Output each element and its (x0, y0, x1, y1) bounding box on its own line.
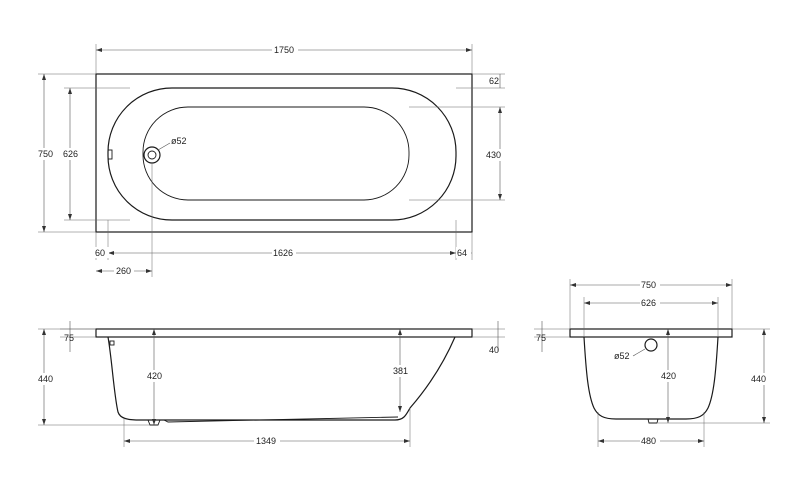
label-bg (640, 435, 660, 446)
arrowhead (762, 329, 766, 335)
top-view-rim-outline (95, 73, 473, 233)
label-bg (272, 44, 298, 55)
arrowhead (698, 439, 704, 443)
side-overflow-icon (109, 340, 115, 346)
arrowhead (666, 329, 670, 335)
arrowhead (404, 439, 410, 443)
label-bg (392, 365, 410, 377)
arrowhead (42, 74, 46, 80)
drain-inner-ring (147, 150, 157, 160)
side-overall-height-label: 440 (38, 374, 53, 384)
side-bottom-length-label: 1349 (256, 436, 276, 446)
arrowhead (498, 107, 502, 113)
top-view: ø52 1750 62 430 750 (37, 44, 509, 277)
top-length-label: 1750 (274, 45, 294, 55)
top-bottom-width-label: 430 (486, 150, 501, 160)
top-rim-right-label: 64 (457, 248, 467, 258)
label-bg (750, 373, 772, 385)
arrowhead (96, 269, 102, 273)
arrowhead (152, 329, 156, 335)
end-bottom-width-label: 480 (641, 436, 656, 446)
arrowhead (42, 226, 46, 232)
end-rim-height-label: 75 (536, 333, 546, 343)
arrowhead (498, 194, 502, 200)
label-bg (660, 370, 680, 382)
label-bg (37, 373, 57, 385)
arrowhead (762, 417, 766, 423)
arrowhead (108, 251, 114, 255)
end-overall-height-label: 440 (751, 374, 766, 384)
arrowhead (42, 329, 46, 335)
side-rim-right-label: 40 (489, 345, 499, 355)
arrowhead (42, 419, 46, 425)
side-rim-height-label: 75 (64, 333, 74, 343)
label-bg (37, 148, 57, 160)
arrowhead (666, 417, 670, 423)
label-bg (62, 148, 82, 160)
arrowhead (124, 439, 130, 443)
top-view-bottom-outline (142, 106, 410, 201)
arrowhead (584, 301, 590, 305)
end-view-rim (569, 328, 733, 338)
label-bg (114, 265, 134, 276)
label-bg (456, 247, 471, 258)
side-inner-depth-label: 420 (147, 371, 162, 381)
top-rim-offset-label: 62 (489, 76, 499, 86)
top-inner-width-label: 626 (63, 149, 78, 159)
label-bg (94, 247, 109, 258)
end-inner-width-label: 626 (641, 298, 656, 308)
label-bg (254, 435, 280, 446)
arrowhead (726, 283, 732, 287)
top-drain-offset-label: 260 (116, 266, 131, 276)
arrowhead (570, 283, 576, 287)
end-drain-icon (644, 338, 658, 352)
arrowhead (68, 88, 72, 94)
top-drain-label: ø52 (171, 136, 187, 146)
side-view-rim (95, 328, 473, 338)
arrowhead (68, 214, 72, 220)
side-head-depth-label: 381 (393, 366, 408, 376)
top-rim-left-label: 60 (95, 248, 105, 258)
side-view-body (107, 336, 456, 421)
arrowhead (96, 48, 102, 52)
drain-icon (143, 146, 161, 164)
label-bg (146, 370, 166, 382)
label-bg (640, 297, 660, 308)
end-overall-width-label: 750 (641, 280, 656, 290)
end-inner-depth-label: 420 (661, 371, 676, 381)
top-inner-length-label: 1626 (273, 248, 293, 258)
arrowhead (466, 48, 472, 52)
arrowhead (598, 439, 604, 443)
arrowhead (146, 269, 152, 273)
arrowhead (712, 301, 718, 305)
top-overall-width-label: 750 (38, 149, 53, 159)
end-view-foot (647, 418, 659, 424)
end-drain-leader (632, 348, 646, 357)
arrowhead (152, 419, 156, 425)
end-drain-label: ø52 (614, 351, 630, 361)
label-bg (272, 247, 296, 258)
drain-leader (157, 142, 171, 151)
arrowhead (398, 406, 402, 412)
end-view-body (583, 336, 719, 420)
overflow-slot (107, 149, 113, 160)
label-bg (640, 279, 660, 290)
label-bg (485, 149, 509, 161)
side-view: 75 440 420 381 40 1349 (37, 321, 505, 447)
end-view: ø52 750 626 75 420 440 (534, 279, 772, 447)
arrowhead (450, 251, 456, 255)
side-view-base-line (163, 416, 399, 423)
arrowhead (398, 329, 402, 335)
